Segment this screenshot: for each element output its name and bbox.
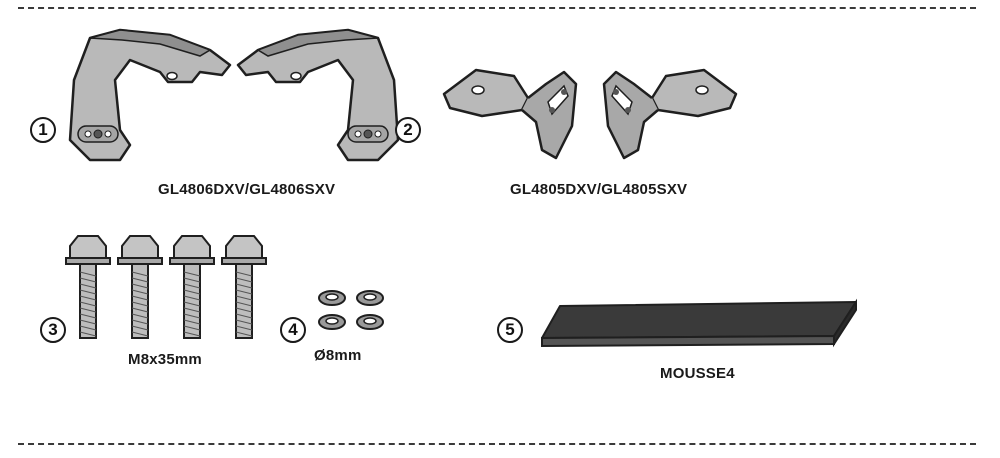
bolts-drawing	[65, 235, 267, 339]
part-number-1: 1	[30, 117, 56, 143]
label-foam: MOUSSE4	[660, 365, 735, 382]
dashed-separator-top	[18, 7, 976, 9]
label-washer: Ø8mm	[314, 347, 362, 364]
washers-drawing	[318, 290, 384, 330]
foam-pad-drawing	[541, 298, 857, 348]
label-bolt: M8x35mm	[128, 351, 202, 368]
bracket-left-drawing	[68, 28, 232, 162]
part-number-5: 5	[497, 317, 523, 343]
part-number-3: 3	[40, 317, 66, 343]
label-bracket-set-b: GL4805DXV/GL4805SXV	[510, 181, 688, 198]
bracket-right-drawing	[236, 28, 400, 162]
part-number-4: 4	[280, 317, 306, 343]
label-bracket-set-a: GL4806DXV/GL4806SXV	[158, 181, 336, 198]
dashed-separator-bottom	[18, 443, 976, 445]
bracket-set-b-drawing	[442, 68, 738, 160]
part-number-2: 2	[395, 117, 421, 143]
